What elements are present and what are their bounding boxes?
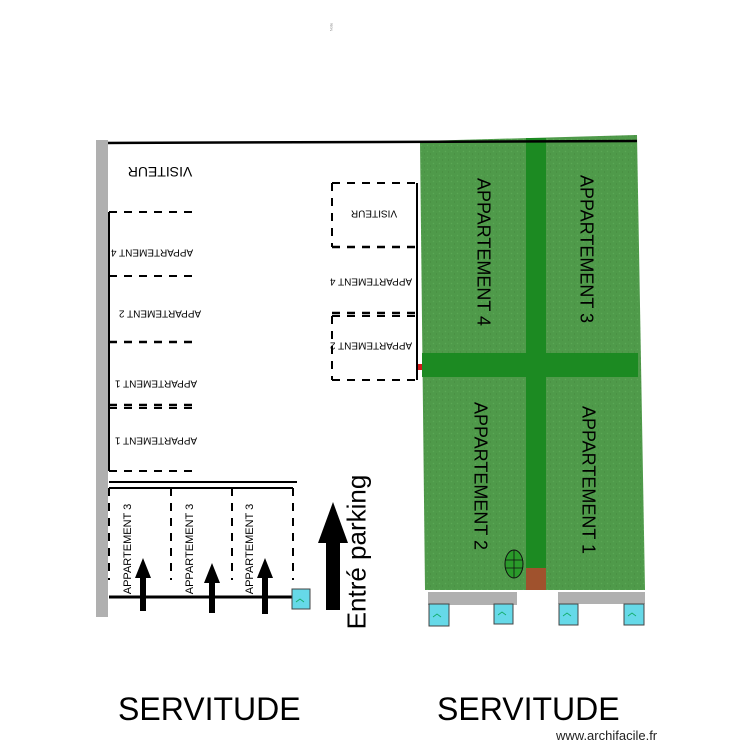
arrow-up-icon [257, 558, 273, 614]
water-tank-icon [428, 603, 450, 627]
gate-marker [417, 364, 422, 370]
water-tank-icon [291, 588, 311, 610]
wall-segment [428, 592, 517, 605]
parking-label-bottom: APPARTEMENT 3 [244, 503, 256, 595]
entrance-label: Entré parking [341, 474, 372, 630]
water-tank-icon [493, 603, 514, 625]
top-boundary [102, 139, 638, 145]
left-wall [96, 140, 108, 617]
parking-label-right: APPARTEMENT 4 [329, 275, 413, 287]
watermark-link[interactable]: www.archifacile.fr [556, 728, 658, 743]
servitude-left-label: SERVITUDE [118, 691, 301, 727]
entrance-arrow-icon [318, 502, 348, 610]
arrow-up-icon [204, 563, 220, 613]
garden-label: APPARTEMENT 1 [578, 405, 599, 555]
parking-label-left: APPARTEMENT 1 [114, 377, 198, 389]
tree-icon [504, 549, 524, 579]
water-tank-icon [623, 603, 645, 626]
parking-label-left: APPARTEMENT 2 [118, 307, 202, 319]
parking-label-bottom: APPARTEMENT 3 [184, 503, 196, 595]
left-parking-lines [108, 211, 194, 472]
arrow-up-icon [135, 558, 151, 611]
right-parking-lines [331, 182, 418, 381]
parking-label-left: APPARTEMENT 1 [114, 434, 198, 446]
garden-label: APPARTEMENT 2 [470, 401, 491, 551]
water-tank-icon [558, 603, 579, 626]
bottom-parking-lines [108, 481, 297, 599]
wall-segment [558, 592, 645, 604]
garden-label: APPARTEMENT 3 [576, 174, 597, 324]
parking-label-right: APPARTEMENT 2 [329, 339, 413, 351]
garden-path-horizontal [422, 353, 638, 377]
garden-gate [526, 568, 546, 590]
visitor-right-label: VISITEUR [350, 207, 398, 219]
parking-label-left: APPARTEMENT 4 [110, 246, 194, 258]
parking-label-bottom: APPARTEMENT 3 [122, 503, 134, 595]
servitude-right-label: SERVITUDE [437, 691, 620, 727]
visitor-top-label: VISITEUR [127, 164, 193, 180]
garden-label: APPARTEMENT 4 [473, 177, 494, 327]
note-label: Note [328, 22, 334, 32]
